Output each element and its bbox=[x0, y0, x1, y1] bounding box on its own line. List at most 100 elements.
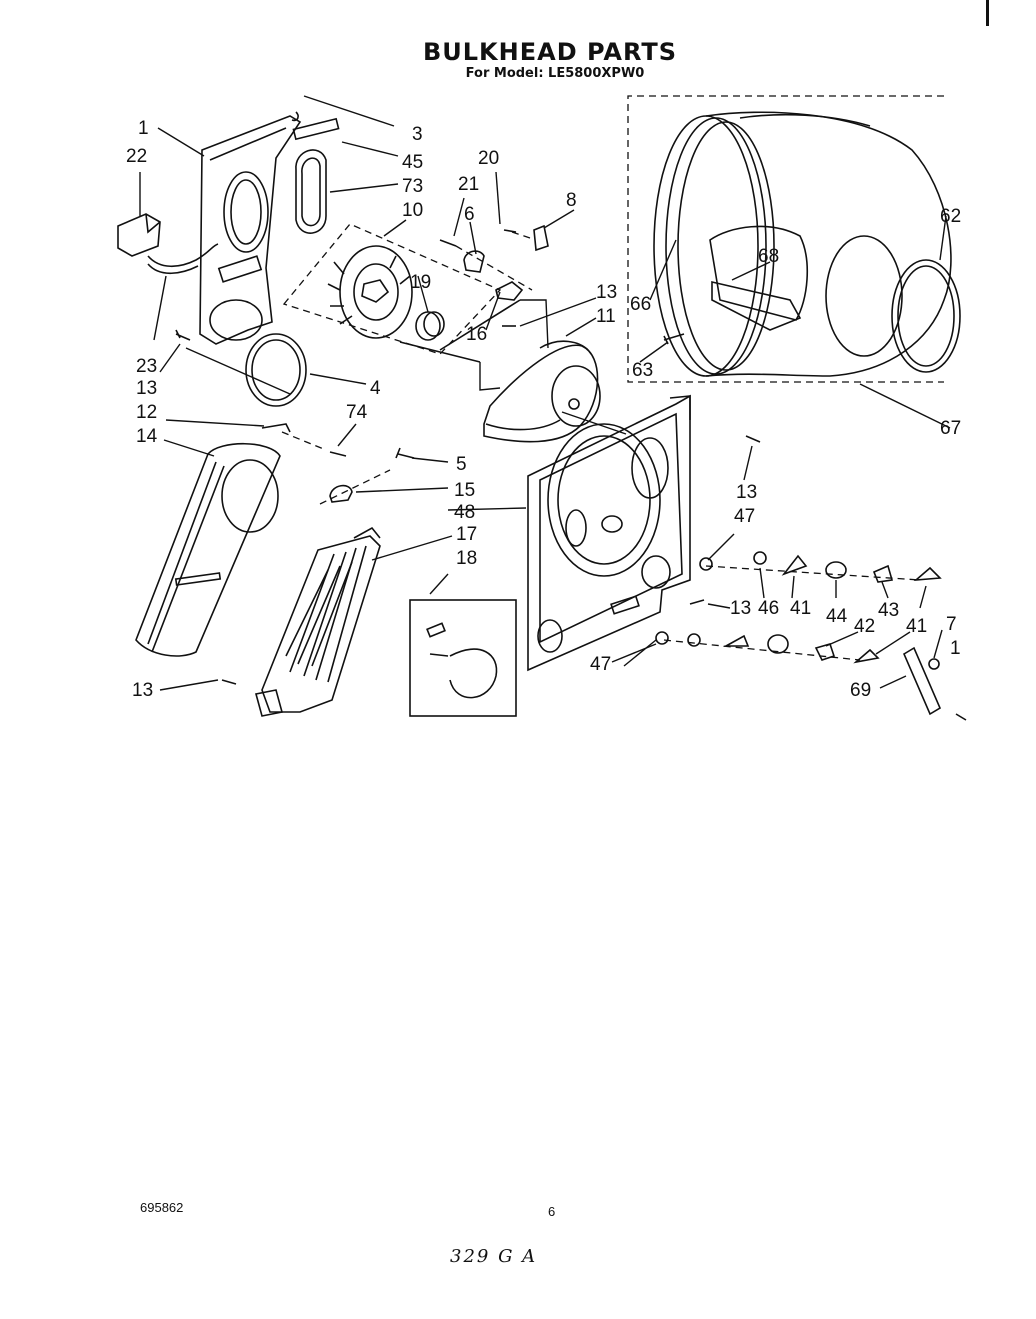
callout-14: 14 bbox=[136, 426, 158, 447]
callout-66: 66 bbox=[630, 294, 651, 315]
callout-13d: 13 bbox=[736, 482, 757, 503]
roller-44-top bbox=[825, 561, 847, 579]
callout-41b: 41 bbox=[906, 616, 927, 637]
lint-duct-assembly bbox=[135, 419, 449, 691]
callout-69: 69 bbox=[850, 680, 871, 701]
callout-13b: 13 bbox=[132, 680, 153, 701]
bracket-45 bbox=[292, 117, 340, 141]
callout-21: 21 bbox=[458, 174, 479, 195]
callout-45: 45 bbox=[402, 152, 423, 173]
screw-13-left bbox=[175, 329, 191, 341]
heater-assembly bbox=[255, 526, 517, 717]
callout-18: 18 bbox=[456, 548, 477, 569]
callout-6: 6 bbox=[464, 204, 475, 225]
callout-16: 16 bbox=[466, 324, 487, 345]
blower-group-box bbox=[282, 223, 502, 355]
front-panel-opening bbox=[547, 423, 661, 577]
kit-wire-loop bbox=[449, 648, 498, 699]
callout-23: 23 bbox=[136, 356, 157, 377]
rear-bulkhead-panel bbox=[117, 95, 399, 407]
callout-43: 43 bbox=[878, 600, 899, 621]
callout-20: 20 bbox=[478, 148, 499, 169]
callout-5: 5 bbox=[456, 454, 467, 475]
callout-19: 19 bbox=[410, 272, 431, 293]
gasket-73 bbox=[295, 149, 327, 234]
page-title: BULKHEAD PARTS bbox=[422, 38, 678, 66]
kit-18-box bbox=[409, 599, 517, 717]
drum-rear-rim bbox=[653, 115, 759, 377]
callout-7x: 7 bbox=[946, 614, 957, 635]
callout-1: 1 bbox=[138, 118, 149, 139]
callout-47a: 47 bbox=[734, 506, 755, 527]
screw-13-front-mid bbox=[689, 599, 705, 605]
rear-support-69 bbox=[902, 646, 942, 716]
callout-3: 3 bbox=[412, 124, 423, 145]
seal-ring-4 bbox=[245, 333, 307, 407]
callout-44: 44 bbox=[826, 606, 848, 627]
drum-front-opening bbox=[825, 235, 903, 357]
callout-63: 63 bbox=[632, 360, 653, 381]
callout-73: 73 bbox=[402, 176, 423, 197]
callout-62: 62 bbox=[940, 206, 961, 227]
callout-12: 12 bbox=[136, 402, 157, 423]
roller-bracket-41-right bbox=[913, 566, 942, 582]
handwritten-note: 329 G A bbox=[450, 1246, 538, 1267]
roller-bracket-41-top bbox=[781, 554, 808, 576]
document-number: 695862 bbox=[140, 1200, 184, 1215]
callout-41a: 41 bbox=[790, 598, 811, 619]
callout-10: 10 bbox=[402, 200, 423, 221]
screw-21 bbox=[439, 239, 457, 247]
callout-74: 74 bbox=[346, 402, 368, 423]
bracket-8 bbox=[533, 224, 549, 252]
terminal-block bbox=[117, 213, 161, 257]
lint-screen-grille bbox=[221, 459, 279, 533]
model-subtitle: For Model: LE5800XPW0 bbox=[465, 66, 645, 81]
nut-47-top bbox=[699, 557, 713, 571]
roller-axle-42 bbox=[814, 643, 836, 661]
callout-48: 48 bbox=[454, 502, 475, 523]
callout-4: 4 bbox=[370, 378, 381, 399]
callout-17: 17 bbox=[456, 524, 477, 545]
callout-22: 22 bbox=[126, 146, 147, 167]
drum-group-box bbox=[627, 95, 944, 383]
callout-68: 68 bbox=[758, 246, 779, 267]
callout-47b: 47 bbox=[590, 654, 611, 675]
washer-bottom bbox=[687, 633, 701, 647]
drum-baffle bbox=[711, 280, 802, 331]
callout-13e: 13 bbox=[730, 598, 751, 619]
callout-46: 46 bbox=[758, 598, 779, 619]
screw-13-front-top bbox=[745, 435, 761, 443]
front-bulkhead-48 bbox=[447, 394, 761, 672]
roller-bracket-bottom bbox=[722, 634, 750, 647]
drum-seal-ring bbox=[891, 259, 961, 373]
blower-wheel bbox=[339, 245, 413, 339]
thermostat-6 bbox=[463, 250, 485, 273]
roller-axle-43-top bbox=[872, 564, 894, 583]
page-number: 6 bbox=[548, 1204, 556, 1219]
screw-74 bbox=[329, 451, 347, 457]
lint-duct-14 bbox=[135, 442, 281, 657]
idler-and-roller-hardware bbox=[623, 551, 967, 721]
callout-labels: 1 22 23 13 12 14 13 3 45 73 10 19 4 74 5… bbox=[126, 118, 961, 701]
washer-46-top bbox=[753, 551, 767, 565]
roller-bracket-41-bottom bbox=[853, 648, 880, 664]
callout-1x: 1 bbox=[950, 638, 961, 659]
callout-11: 11 bbox=[596, 306, 616, 327]
blower-group bbox=[282, 171, 627, 443]
callout-15: 15 bbox=[454, 480, 475, 501]
callout-8: 8 bbox=[566, 190, 577, 211]
scan-edge-mark bbox=[986, 0, 989, 26]
drum-assembly bbox=[627, 95, 961, 429]
callout-13c: 13 bbox=[596, 282, 617, 303]
nut-47-bottom bbox=[655, 631, 669, 645]
heater-element-17 bbox=[261, 535, 381, 713]
wire-harness bbox=[147, 243, 219, 268]
bracket-15 bbox=[329, 484, 353, 503]
callout-42: 42 bbox=[854, 616, 875, 637]
roller-bottom bbox=[767, 634, 789, 654]
screw-5 bbox=[395, 447, 415, 459]
callout-67: 67 bbox=[940, 418, 961, 439]
callout-13a: 13 bbox=[136, 378, 157, 399]
screw-13-lint bbox=[221, 679, 237, 685]
